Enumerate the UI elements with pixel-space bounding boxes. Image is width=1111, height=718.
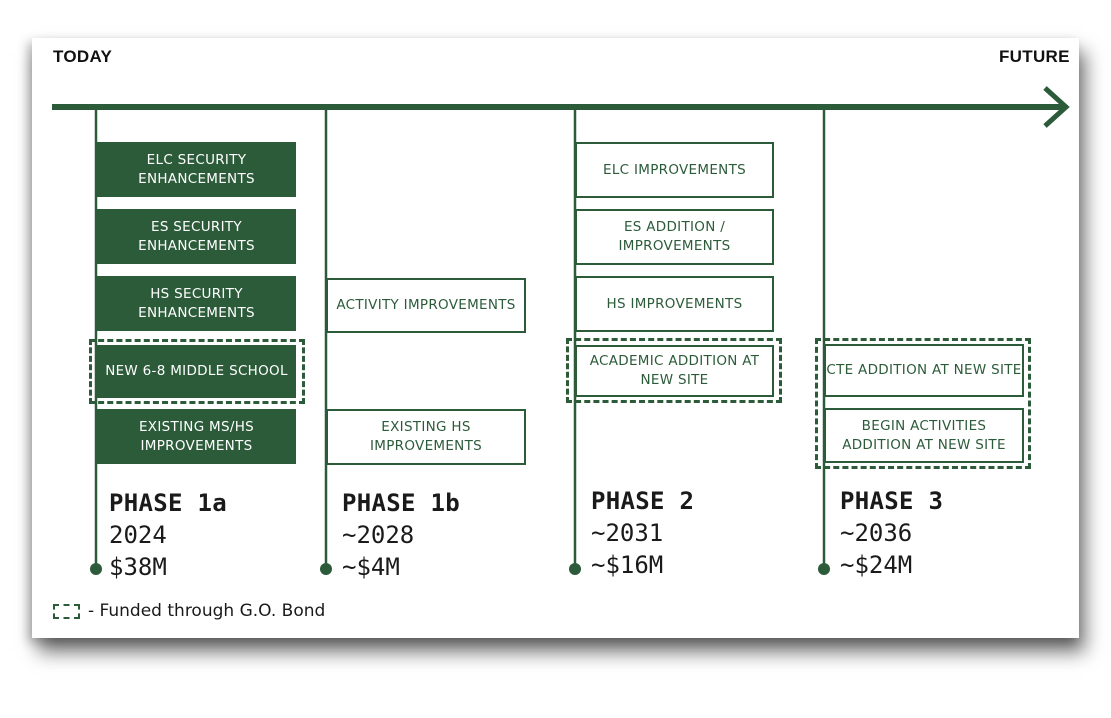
item-academic-addition: ACADEMIC ADDITION AT NEW SITE: [575, 345, 774, 397]
phase-1a-name: PHASE 1a: [109, 489, 227, 517]
phase-2-cost: ~$16M: [591, 551, 664, 579]
phase-1a-year: 2024: [109, 521, 167, 549]
phase-2-name: PHASE 2: [591, 487, 695, 515]
phase-1b-name: PHASE 1b: [342, 489, 460, 517]
phase-3-year: ~2036: [840, 519, 913, 547]
item-activity-improvements: ACTIVITY IMPROVEMENTS: [326, 278, 526, 333]
item-elc-improvements: ELC IMPROVEMENTS: [575, 142, 774, 198]
timeline-arrowhead: [1043, 86, 1070, 128]
item-es-addition: ES ADDITION / IMPROVEMENTS: [575, 209, 774, 265]
go-bond-outline: [566, 338, 782, 403]
phase-2-year: ~2031: [591, 519, 664, 547]
item-begin-activities: BEGIN ACTIVITIES ADDITION AT NEW SITE: [824, 408, 1024, 463]
legend-text: - Funded through G.O. Bond: [88, 601, 326, 621]
item-existing-hs: EXISTING HS IMPROVEMENTS: [326, 409, 526, 465]
item-cte-addition: CTE ADDITION AT NEW SITE: [824, 344, 1024, 397]
item-elc-security: ELC SECURITY ENHANCEMENTS: [97, 142, 296, 197]
phase-3-dot: [818, 563, 830, 575]
phase-3-name: PHASE 3: [840, 487, 944, 515]
item-new-middle-school: NEW 6-8 MIDDLE SCHOOL: [97, 345, 296, 398]
phase-2-dot: [569, 563, 581, 575]
phase-3-cost: ~$24M: [840, 551, 913, 579]
item-es-security: ES SECURITY ENHANCEMENTS: [97, 209, 296, 264]
legend-dashed-swatch: [53, 604, 80, 619]
item-hs-improvements: HS IMPROVEMENTS: [575, 276, 774, 332]
item-existing-ms-hs: EXISTING MS/HS IMPROVEMENTS: [97, 409, 296, 464]
phase-1a-cost: $38M: [109, 553, 167, 581]
go-bond-outline: [89, 339, 305, 404]
item-hs-security: HS SECURITY ENHANCEMENTS: [97, 276, 296, 331]
phase-1b-year: ~2028: [342, 521, 415, 549]
go-bond-outline: [815, 338, 1031, 469]
phase-1b-dot: [320, 563, 332, 575]
phase-1a-dot: [90, 563, 102, 575]
future-label: FUTURE: [999, 47, 1070, 66]
phase-1b-cost: ~$4M: [342, 553, 400, 581]
today-label: TODAY: [53, 47, 113, 66]
